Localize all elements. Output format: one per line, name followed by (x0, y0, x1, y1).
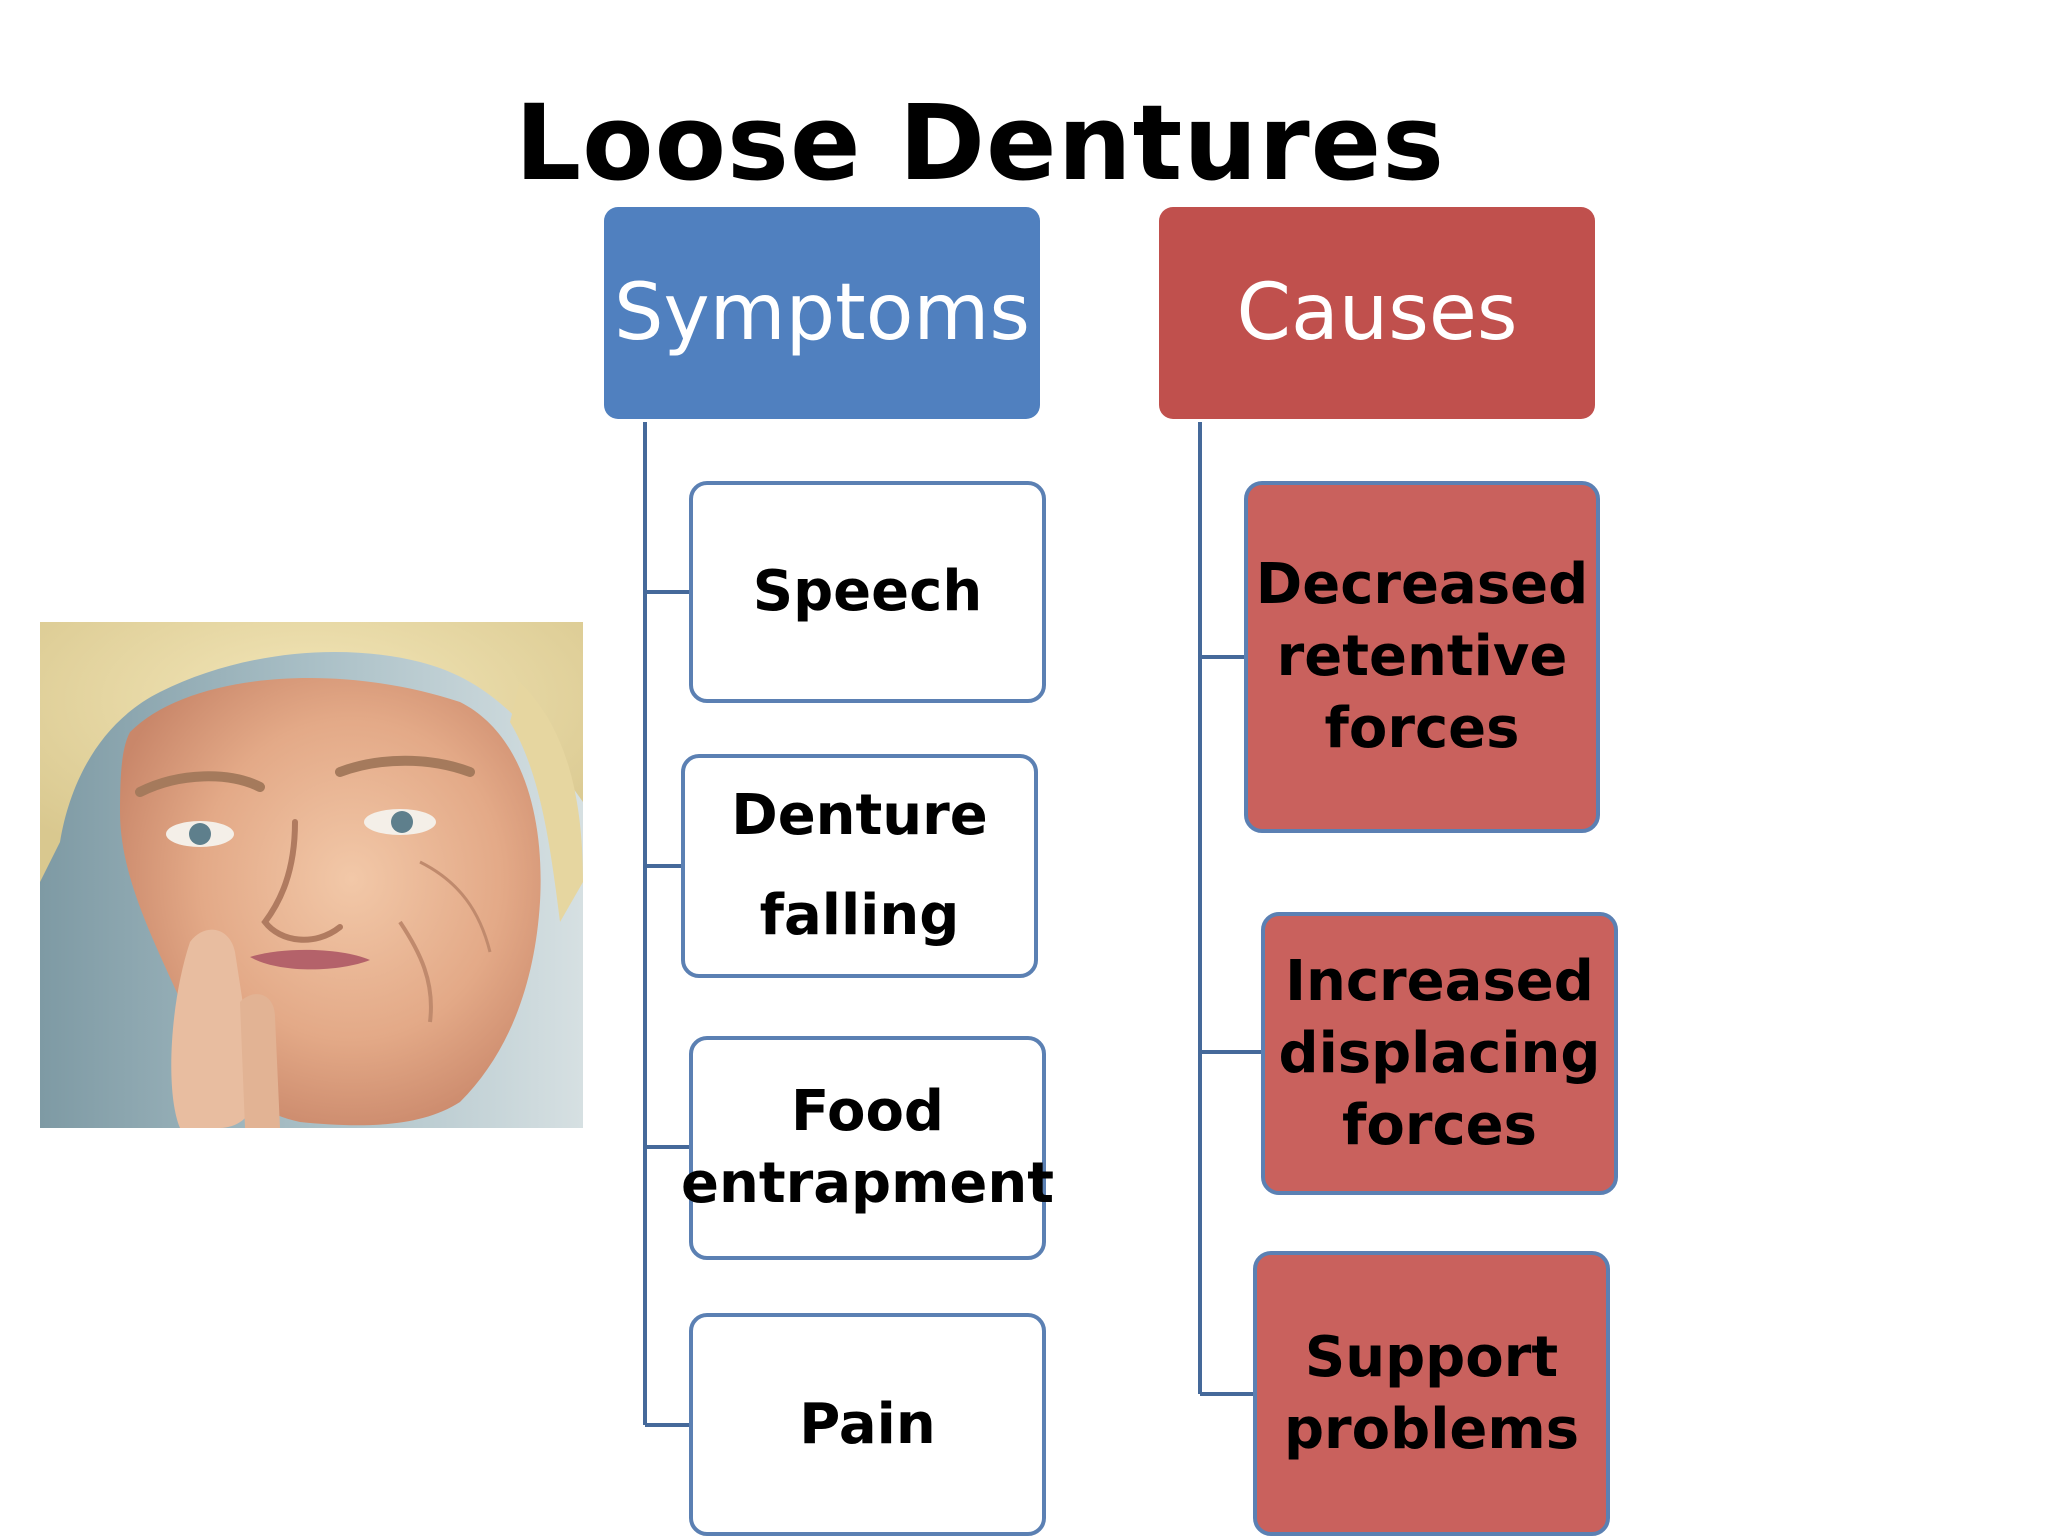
woman-illustration (40, 622, 583, 1128)
page-title: Loose Dentures (514, 82, 1446, 204)
cause-increased-displacing-forces-box: Increased displacing forces (1261, 912, 1618, 1195)
symptom-text: Denture (731, 783, 988, 848)
causes-header-label: Causes (1236, 268, 1518, 358)
cause-text: forces (1342, 1092, 1537, 1158)
symptom-text: falling (759, 883, 960, 948)
cause-support-problems-box: Support problems (1253, 1251, 1610, 1536)
symptom-text: Food (791, 1079, 945, 1144)
cause-text: displacing (1278, 1020, 1601, 1086)
cause-text: problems (1283, 1396, 1580, 1462)
symptom-food-entrapment-box: Food entrapment (681, 1036, 1054, 1260)
symptoms-header-label: Symptoms (613, 268, 1031, 358)
cause-text: Increased (1285, 948, 1594, 1014)
symptom-text: Pain (799, 1391, 936, 1457)
cause-text: retentive (1276, 624, 1568, 689)
cause-text: Support (1304, 1324, 1559, 1390)
cause-decreased-retentive-forces-box: Decreased retentive forces (1244, 481, 1600, 833)
symptom-text: Speech (752, 559, 983, 624)
symptom-pain-box: Pain (689, 1313, 1046, 1536)
causes-header: Causes (1159, 207, 1595, 419)
cause-text: Decreased (1255, 552, 1589, 617)
cause-text: forces (1324, 696, 1520, 761)
symptom-denture-falling-box: Denture falling (681, 754, 1038, 978)
symptom-speech-box: Speech (689, 481, 1046, 703)
symptom-text: entrapment (680, 1151, 1055, 1216)
symptoms-header: Symptoms (604, 207, 1040, 419)
woman-photo (40, 622, 583, 1128)
